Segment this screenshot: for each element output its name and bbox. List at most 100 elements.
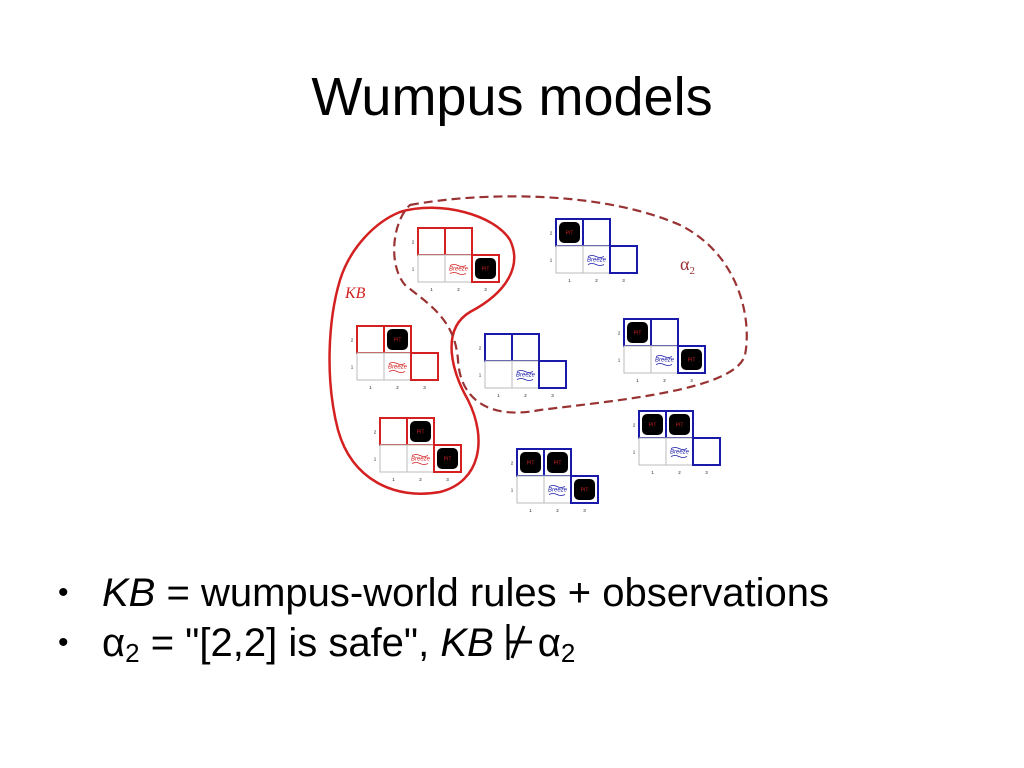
axis-number: 2: [633, 423, 636, 428]
breeze-label: Breeze: [516, 373, 536, 379]
grid-cell: [638, 437, 667, 466]
pit-icon: [387, 329, 408, 350]
grid-cell: [379, 417, 408, 446]
axis-number: 1: [633, 450, 636, 455]
axis-number: 1: [550, 258, 553, 263]
pit-label: PIT: [676, 423, 684, 429]
grid-cell: [406, 444, 435, 473]
breeze-icon: [411, 454, 429, 465]
grid-cell: [383, 352, 412, 381]
axis-number: 2: [351, 338, 354, 343]
pit-label: PIT: [634, 331, 642, 337]
breeze-label: Breeze: [388, 365, 408, 371]
grid-cell: [538, 360, 567, 389]
breeze-label: Breeze: [449, 267, 469, 273]
axis-number: 1: [529, 508, 532, 513]
alpha-subscript: 2: [560, 638, 576, 668]
axis-number: 1: [351, 365, 354, 370]
pit-icon: [520, 452, 541, 473]
kb-term: KB: [102, 571, 156, 615]
pit-label: PIT: [581, 488, 589, 494]
pit-icon: [559, 222, 580, 243]
pit-label: PIT: [394, 338, 402, 344]
breeze-icon: [388, 362, 406, 373]
kb-region: [328, 206, 516, 495]
alpha-region: [393, 195, 748, 414]
bullet-kb-definition: • KB = wumpus-world rules + observations: [58, 568, 829, 618]
axis-number: 1: [392, 477, 395, 482]
axis-number: 2: [663, 378, 666, 383]
axis-number: 2: [618, 331, 621, 336]
pit-label: PIT: [482, 267, 490, 273]
grid-cell: [516, 475, 545, 504]
breeze-label: Breeze: [411, 457, 431, 463]
axis-number: 2: [595, 278, 598, 283]
grid-cell: [444, 227, 473, 256]
axis-number: 3: [551, 393, 554, 398]
pit-icon: [642, 414, 663, 435]
bullet-dot: •: [58, 626, 69, 659]
grid-cell: [692, 437, 721, 466]
breeze-icon: [449, 264, 467, 275]
pit-icon: [574, 479, 595, 500]
axis-number: 2: [479, 346, 482, 351]
pit-icon: [627, 322, 648, 343]
breeze-icon: [548, 485, 566, 496]
pit-label: PIT: [688, 358, 696, 364]
pit-label: PIT: [566, 231, 574, 237]
alpha-definition-text: = "[2,2] is safe",: [139, 621, 441, 665]
grid-cell: [609, 245, 638, 274]
axis-number: 2: [550, 231, 553, 236]
grid-cell: [650, 318, 679, 347]
pit-icon: [475, 258, 496, 279]
page-title: Wumpus models: [311, 67, 713, 127]
grid-cell: [582, 245, 611, 274]
bullet-dot: •: [58, 576, 69, 609]
pit-icon: [410, 421, 431, 442]
axis-number: 2: [374, 430, 377, 435]
grid-cell: [410, 352, 439, 381]
pit-icon: [669, 414, 690, 435]
axis-number: 1: [511, 488, 514, 493]
not-entails-symbol: [502, 622, 536, 662]
grid-cell: [555, 245, 584, 274]
breeze-icon: [516, 370, 534, 381]
grid-cell: [543, 475, 572, 504]
grid-cell: [650, 345, 679, 374]
axis-number: 2: [556, 508, 559, 513]
axis-number: 3: [583, 508, 586, 513]
breeze-label: Breeze: [655, 358, 675, 364]
pit-label: PIT: [527, 461, 535, 467]
axis-number: 3: [690, 378, 693, 383]
axis-number: 2: [412, 240, 415, 245]
axis-number: 1: [651, 470, 654, 475]
axis-number: 2: [419, 477, 422, 482]
grid-cell: [417, 254, 446, 283]
axis-number: 1: [374, 457, 377, 462]
axis-number: 1: [369, 385, 372, 390]
grid-cell: [511, 333, 540, 362]
kb-definition-text: = wumpus-world rules + observations: [155, 571, 829, 615]
grid-cell: [582, 218, 611, 247]
axis-number: 3: [622, 278, 625, 283]
axis-number: 2: [396, 385, 399, 390]
alpha-term: α: [102, 621, 126, 665]
pit-label: PIT: [649, 423, 657, 429]
axis-number: 1: [636, 378, 639, 383]
grid-cell: [356, 352, 385, 381]
grid-cell: [379, 444, 408, 473]
breeze-label: Breeze: [548, 488, 568, 494]
axis-number: 2: [678, 470, 681, 475]
axis-number: 3: [446, 477, 449, 482]
axis-number: 3: [705, 470, 708, 475]
pit-label: PIT: [444, 457, 452, 463]
